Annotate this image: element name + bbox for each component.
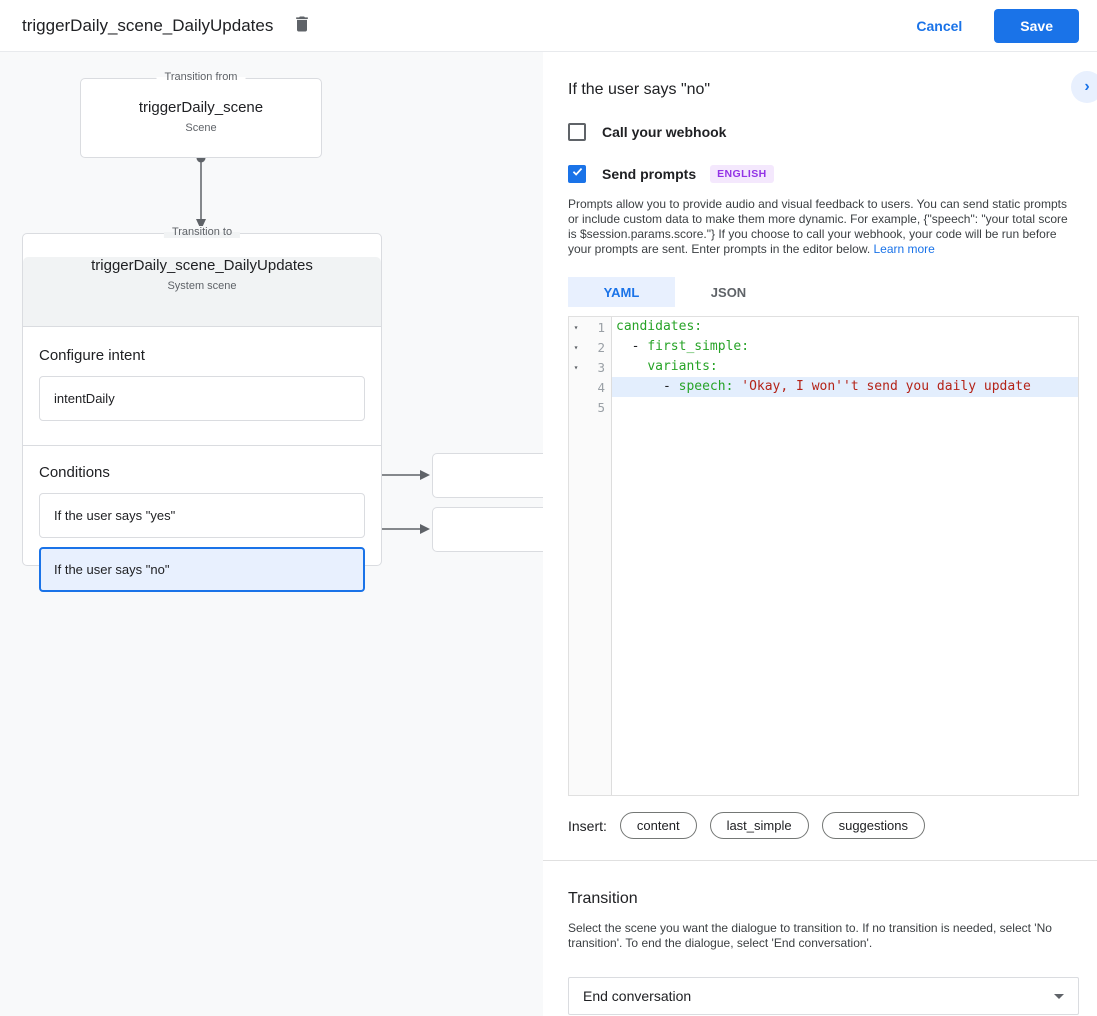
condition-row[interactable]: If the user says "yes" (39, 493, 365, 538)
code-line-content: - speech: 'Okay, I won''t send you daily… (612, 377, 1078, 397)
editor-line[interactable]: 5 (569, 397, 1078, 417)
insert-chip-suggestions[interactable]: suggestions (821, 812, 925, 839)
collapse-panel-button[interactable]: › (1071, 71, 1097, 103)
panel-title: If the user says "no" (568, 81, 711, 98)
save-button[interactable]: Save (994, 8, 1079, 43)
webhook-checkbox[interactable] (568, 123, 586, 141)
fold-arrow-icon[interactable]: ▾ (573, 362, 579, 372)
editor-line[interactable]: ▾2 - first_simple: (569, 337, 1078, 357)
to-scene-name: triggerDaily_scene_DailyUpdates (91, 257, 313, 274)
editor-gutter: ▾3 (569, 357, 612, 377)
insert-label: Insert: (568, 817, 607, 834)
configure-intent-label: Configure intent (39, 347, 145, 364)
transition-select[interactable]: End conversation (568, 977, 1079, 1015)
section-divider (543, 860, 1097, 861)
editor-gutter: ▾2 (569, 337, 612, 357)
transition-to-legend: Transition to (163, 226, 241, 238)
transition-description: Select the scene you want the dialogue t… (568, 921, 1052, 950)
checkmark-icon (571, 165, 584, 183)
condition-detail-panel: › If the user says "no" Call your webhoo… (543, 52, 1097, 1016)
editor-gutter (569, 417, 612, 795)
insert-row: Insert: content last_simple suggestions (568, 812, 1079, 839)
transition-from-node[interactable]: Transition from triggerDaily_scene Scene (80, 71, 322, 158)
to-scene-header[interactable]: triggerDaily_scene_DailyUpdates System s… (23, 257, 381, 327)
send-prompts-row: Send prompts ENGLISH (568, 165, 1079, 183)
editor-gutter: 4 (569, 377, 612, 397)
code-line-content: candidates: (616, 319, 703, 334)
language-badge: ENGLISH (710, 165, 774, 183)
trash-icon (292, 14, 312, 37)
scene-flow-canvas: Transition from triggerDaily_scene Scene… (0, 52, 543, 1016)
editor-line[interactable]: 4 - speech: 'Okay, I won''t send you dai… (569, 377, 1078, 397)
code-line-content (612, 397, 1078, 417)
fold-arrow-icon[interactable]: ▾ (573, 322, 579, 332)
target-scene-stub-no[interactable] (432, 507, 543, 552)
from-scene-type: Scene (185, 122, 217, 134)
send-prompts-checkbox[interactable] (568, 165, 586, 183)
line-number: 3 (597, 359, 605, 375)
editor-format-tabs: YAML JSON (568, 277, 1079, 307)
condition-row[interactable]: If the user says "no" (39, 547, 365, 592)
editor-gutter: 5 (569, 397, 612, 417)
editor-line[interactable]: ▾3 variants: (569, 357, 1078, 377)
insert-chips: content last_simple suggestions (607, 812, 925, 839)
webhook-row: Call your webhook (568, 123, 1079, 141)
chevron-right-icon: › (1084, 78, 1090, 95)
conditions-section: Conditions If the user says "yes"If the … (23, 446, 381, 608)
configure-intent-section: Configure intent intentDaily (23, 327, 381, 446)
insert-chip-last_simple[interactable]: last_simple (709, 812, 809, 839)
transition-heading: Transition (568, 890, 638, 907)
to-scene-type: System scene (167, 280, 237, 292)
line-number: 2 (597, 339, 605, 355)
editor-filler (569, 417, 1078, 795)
tab-yaml[interactable]: YAML (568, 277, 675, 307)
intent-value: intentDaily (54, 391, 115, 406)
transition-selected-value: End conversation (583, 988, 692, 1004)
learn-more-link[interactable]: Learn more (873, 242, 935, 256)
page-title: triggerDaily_scene_DailyUpdates (22, 15, 274, 35)
line-number: 4 (597, 379, 605, 395)
cancel-button[interactable]: Cancel (900, 10, 978, 42)
target-scene-stub-yes[interactable] (432, 453, 543, 498)
from-scene-name: triggerDaily_scene (138, 99, 264, 116)
prompts-description-text: Prompts allow you to provide audio and v… (568, 197, 1068, 256)
code-line-content: variants: (647, 359, 718, 374)
tab-json[interactable]: JSON (710, 284, 747, 300)
dropdown-caret-icon (1054, 993, 1064, 999)
top-header: triggerDaily_scene_DailyUpdates Cancel S… (0, 0, 1097, 52)
fold-arrow-icon[interactable]: ▾ (573, 342, 579, 352)
line-number: 5 (597, 399, 605, 415)
code-line-content: - first_simple: (616, 339, 750, 354)
intent-field[interactable]: intentDaily (39, 376, 365, 421)
transition-from-legend: Transition from (156, 71, 246, 83)
editor-gutter: ▾1 (569, 317, 612, 337)
transition-to-node: Transition to triggerDaily_scene_DailyUp… (22, 226, 382, 592)
prompts-description: Prompts allow you to provide audio and v… (568, 197, 1079, 257)
line-number: 1 (597, 319, 605, 335)
insert-chip-content[interactable]: content (619, 812, 697, 839)
webhook-label: Call your webhook (602, 124, 727, 140)
delete-scene-button[interactable] (289, 13, 315, 39)
conditions-label: Conditions (39, 464, 110, 481)
conditions-list: If the user says "yes" If the user says "… (39, 493, 365, 592)
send-prompts-label: Send prompts (602, 166, 697, 182)
